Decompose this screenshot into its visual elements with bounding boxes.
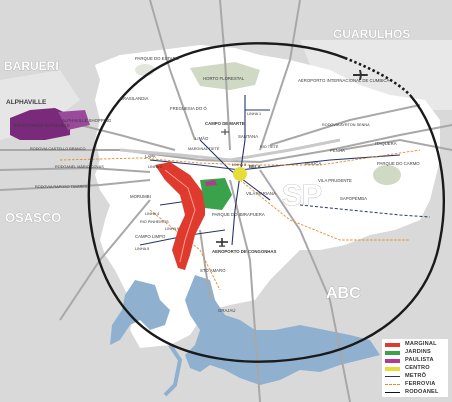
guarulhos-label: GUARULHOS: [333, 27, 410, 41]
sapopemba-label: SAPOPEMBA: [340, 196, 367, 201]
horto-florestal-label: HORTO FLORESTAL: [203, 76, 245, 81]
metro-line-east-dashed: [299, 204, 431, 218]
legend-swatch: [385, 351, 400, 355]
marginal-region-inner: [164, 169, 196, 263]
linha-4-label: LINHA 4: [145, 212, 159, 216]
legend-label: FERROVIA: [405, 381, 436, 387]
legend-swatch: [385, 367, 400, 371]
legend-label: METRÔ: [405, 373, 427, 379]
rodoanel-planned: [344, 56, 411, 96]
rio-pinheiros-label: RIO PINHEIROS: [140, 220, 169, 224]
congonhas-airport-icon: [216, 238, 228, 247]
legend-swatch: [385, 343, 400, 347]
parque-do-estado-label: PARQUE DO ESTADO: [135, 56, 180, 61]
parque-ibirapuera-label: PARQUE DO IBIRAPUERA: [212, 212, 265, 217]
bela-label: BELA: [249, 164, 261, 169]
legend-label: CENTRO: [405, 365, 430, 371]
legend-label: PAULISTA: [405, 357, 434, 363]
river-channel: [163, 343, 183, 397]
mooca-label: MOOCA: [305, 161, 321, 166]
alphaville-shopping: [58, 110, 90, 130]
brasilandia-label: BRASILANDIA: [120, 96, 149, 101]
billings-reservoir: [185, 275, 380, 385]
osasco-label: OSASCO: [5, 210, 61, 225]
ayrton-senna-label: RODOVIA AYRTON SENNA: [322, 123, 370, 127]
barueri-label: BARUERI: [4, 59, 59, 73]
linha-3-label: LINHA 3: [232, 163, 246, 167]
campo-limpo-label: CAMPO LIMPO: [135, 234, 166, 239]
city-area: [95, 45, 440, 348]
guarulhos-airport-icon: [353, 70, 368, 80]
penha-label: PENHA: [330, 148, 345, 153]
campo-de-marte-airport-icon: [221, 129, 229, 135]
legend-item-rodoanel: RODOANEL: [385, 389, 447, 396]
parque-do-carmo-label: PARQUE DO CARMO: [377, 161, 420, 166]
linha-2-label: LINHA 2: [148, 165, 162, 169]
raposo-tavares-label: RODOVIA RAPOSO TAVARES: [35, 185, 88, 189]
rio-tiete-label: RIO TIETÊ: [260, 144, 279, 149]
legend-item-ferrovia: FERROVIA: [385, 381, 447, 388]
escritorios-alphaville-label: ESCRITÓRIOS ALPHAVILLE: [14, 123, 70, 128]
aeroporto-guarulhos-label: AEROPORTO INTERNACIONAL DE CUMBICA: [298, 78, 389, 83]
marginal-tiete-highway: [119, 138, 341, 162]
jardins-region: [200, 178, 232, 210]
legend-swatch: [385, 384, 400, 385]
paulista-region: [205, 180, 217, 186]
campo-de-marte-label: CAMPO DE MARTE: [205, 121, 245, 126]
marginal-tiete-label: MARGINAL TIETÊ: [188, 146, 220, 151]
santo-amaro-label: STO AMARO: [200, 268, 226, 273]
morumbi-label: MORUMBI: [130, 194, 151, 199]
vila-prudente-label: VILA PRUDENTE: [318, 178, 352, 183]
legend-item-metrô: METRÔ: [385, 373, 447, 380]
marginal-region: [155, 162, 205, 270]
linha-9-label: LINHA 9: [165, 227, 179, 231]
vila-mariana-label: VILA MARIANA: [246, 191, 276, 196]
alphaville-region: [10, 108, 70, 140]
legend-label: MARGINAL: [405, 341, 437, 347]
ferrovia-lines: [59, 149, 421, 291]
centro-region: [233, 167, 247, 181]
castello-branco-label: RODOVIA CASTELLO BRANCO: [30, 147, 86, 151]
linha-1-label: LINHA 1: [247, 112, 261, 116]
legend-item-jardins: JARDINS: [385, 349, 447, 356]
map-legend: MARGINAL JARDINS PAULISTA CENTRO METRÔ FERROV…: [382, 339, 448, 397]
lapa-label: LAPA: [145, 154, 156, 159]
rodoanel-covas-label: RODOANEL MÁRIO COVAS: [55, 165, 104, 169]
alphaville-label: ALPHAVILLE: [6, 99, 47, 106]
legend-item-marginal: MARGINAL: [385, 341, 447, 348]
abc-label: ABC: [326, 285, 361, 302]
parque-do-carmo-park: [373, 165, 401, 185]
aeroporto-congonhas-label: AEROPORTO DE CONGONHAS: [212, 249, 277, 254]
shopping-alphaville-label: ALPHAVILLE SHOPPING: [62, 118, 112, 123]
limao-label: LIMÃO: [195, 136, 209, 141]
legend-swatch: [385, 359, 400, 363]
legend-item-centro: CENTRO: [385, 365, 447, 372]
legend-label: RODOANEL: [405, 389, 439, 395]
freguesia-label: FREGUESIA DO Ó: [170, 106, 207, 111]
santana-label: SANTANA: [238, 134, 258, 139]
legend-label: JARDINS: [405, 349, 431, 355]
legend-swatch: [385, 392, 400, 393]
sp-label: SP: [282, 179, 322, 212]
grajau-label: GRAJAÚ: [218, 308, 235, 313]
itaquera-label: ITAQUERA: [375, 141, 397, 146]
linha-5-label: LINHA 5: [135, 247, 149, 251]
legend-item-paulista: PAULISTA: [385, 357, 447, 364]
legend-swatch: [385, 376, 400, 377]
rodoanel-ring: [87, 42, 445, 363]
guarapiranga-reservoir: [110, 280, 170, 345]
